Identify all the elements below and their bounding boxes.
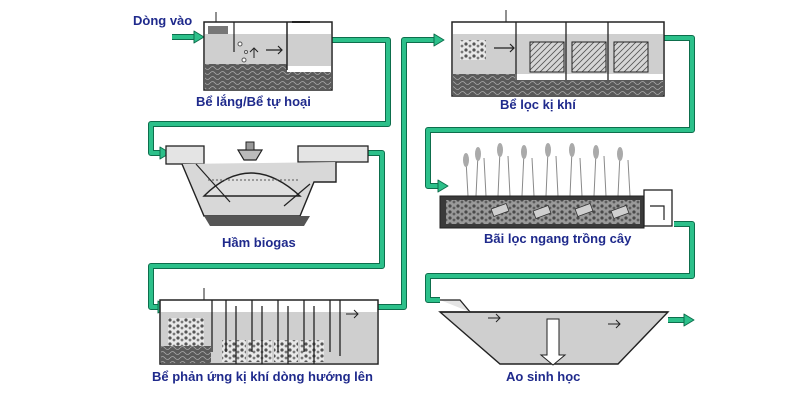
anaerobic-filter-label: Bể lọc kị khí: [500, 97, 576, 112]
horizontal-planted-filter: [439, 143, 673, 229]
settling-septic-tank: [203, 12, 333, 91]
anaerobic-filter: [451, 10, 665, 97]
baffled-reactor-label: Bể phản ứng kị khí dòng hướng lên: [152, 369, 373, 384]
planted-filter-label: Bãi lọc ngang trồng cây: [484, 231, 632, 246]
biogas-label: Hầm biogas: [222, 235, 296, 250]
flow-pipes: [148, 30, 695, 327]
pond-label: Ao sinh học: [506, 369, 581, 384]
inlet-label: Dòng vào: [133, 13, 193, 28]
biological-pond: [438, 299, 670, 366]
biogas-digester: [165, 141, 369, 226]
settling-tank-label: Bể lắng/Bể tự hoại: [196, 94, 311, 109]
anaerobic-baffled-reactor: [159, 288, 379, 365]
